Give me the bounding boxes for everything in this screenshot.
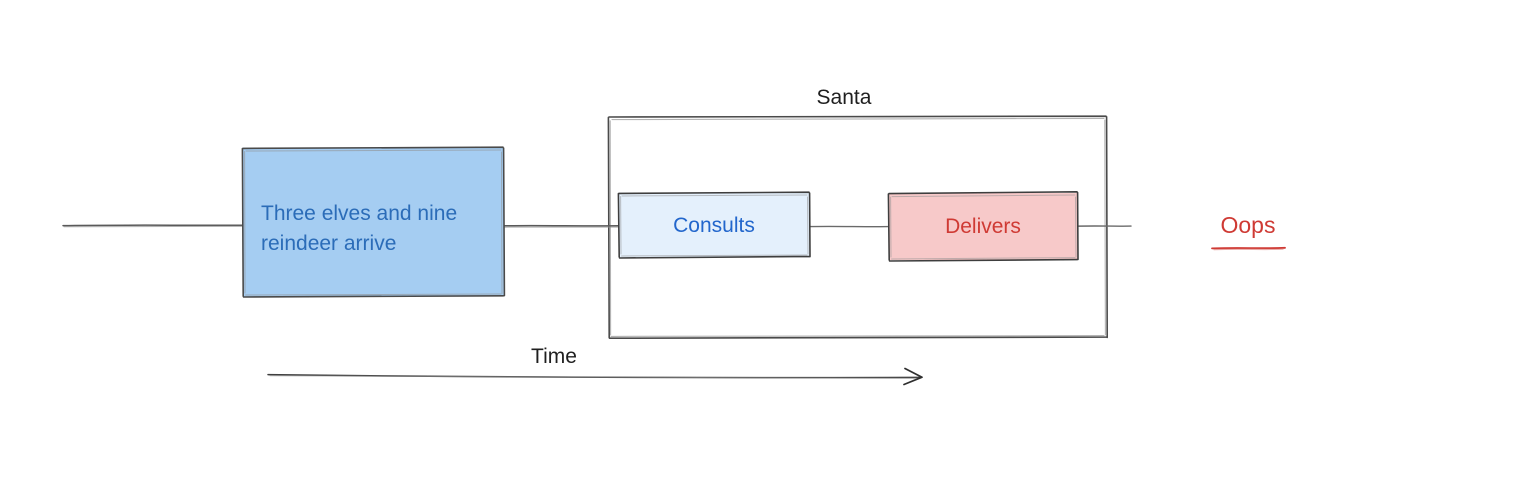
oops-underline-stroke	[1211, 246, 1286, 250]
lifeline-connectors	[62, 224, 1132, 228]
time-arrow-head	[903, 367, 923, 386]
node-consults-outline-2	[620, 194, 809, 257]
node-delivers-fill	[888, 193, 1078, 260]
node-consults-outline	[617, 191, 811, 259]
node-arrive[interactable]	[241, 146, 506, 298]
node-arrive-fill	[242, 147, 504, 297]
node-consults-fill	[618, 192, 810, 258]
node-consults[interactable]	[617, 191, 811, 259]
oops-underline	[1211, 246, 1286, 251]
node-arrive-outline	[241, 146, 506, 298]
node-arrive-outline-2	[244, 149, 503, 296]
santa-group-container[interactable]	[607, 115, 1108, 339]
node-delivers[interactable]	[887, 191, 1079, 262]
time-axis-arrow	[267, 367, 923, 386]
node-delivers-outline	[887, 191, 1079, 262]
node-delivers-outline-2	[890, 194, 1077, 260]
